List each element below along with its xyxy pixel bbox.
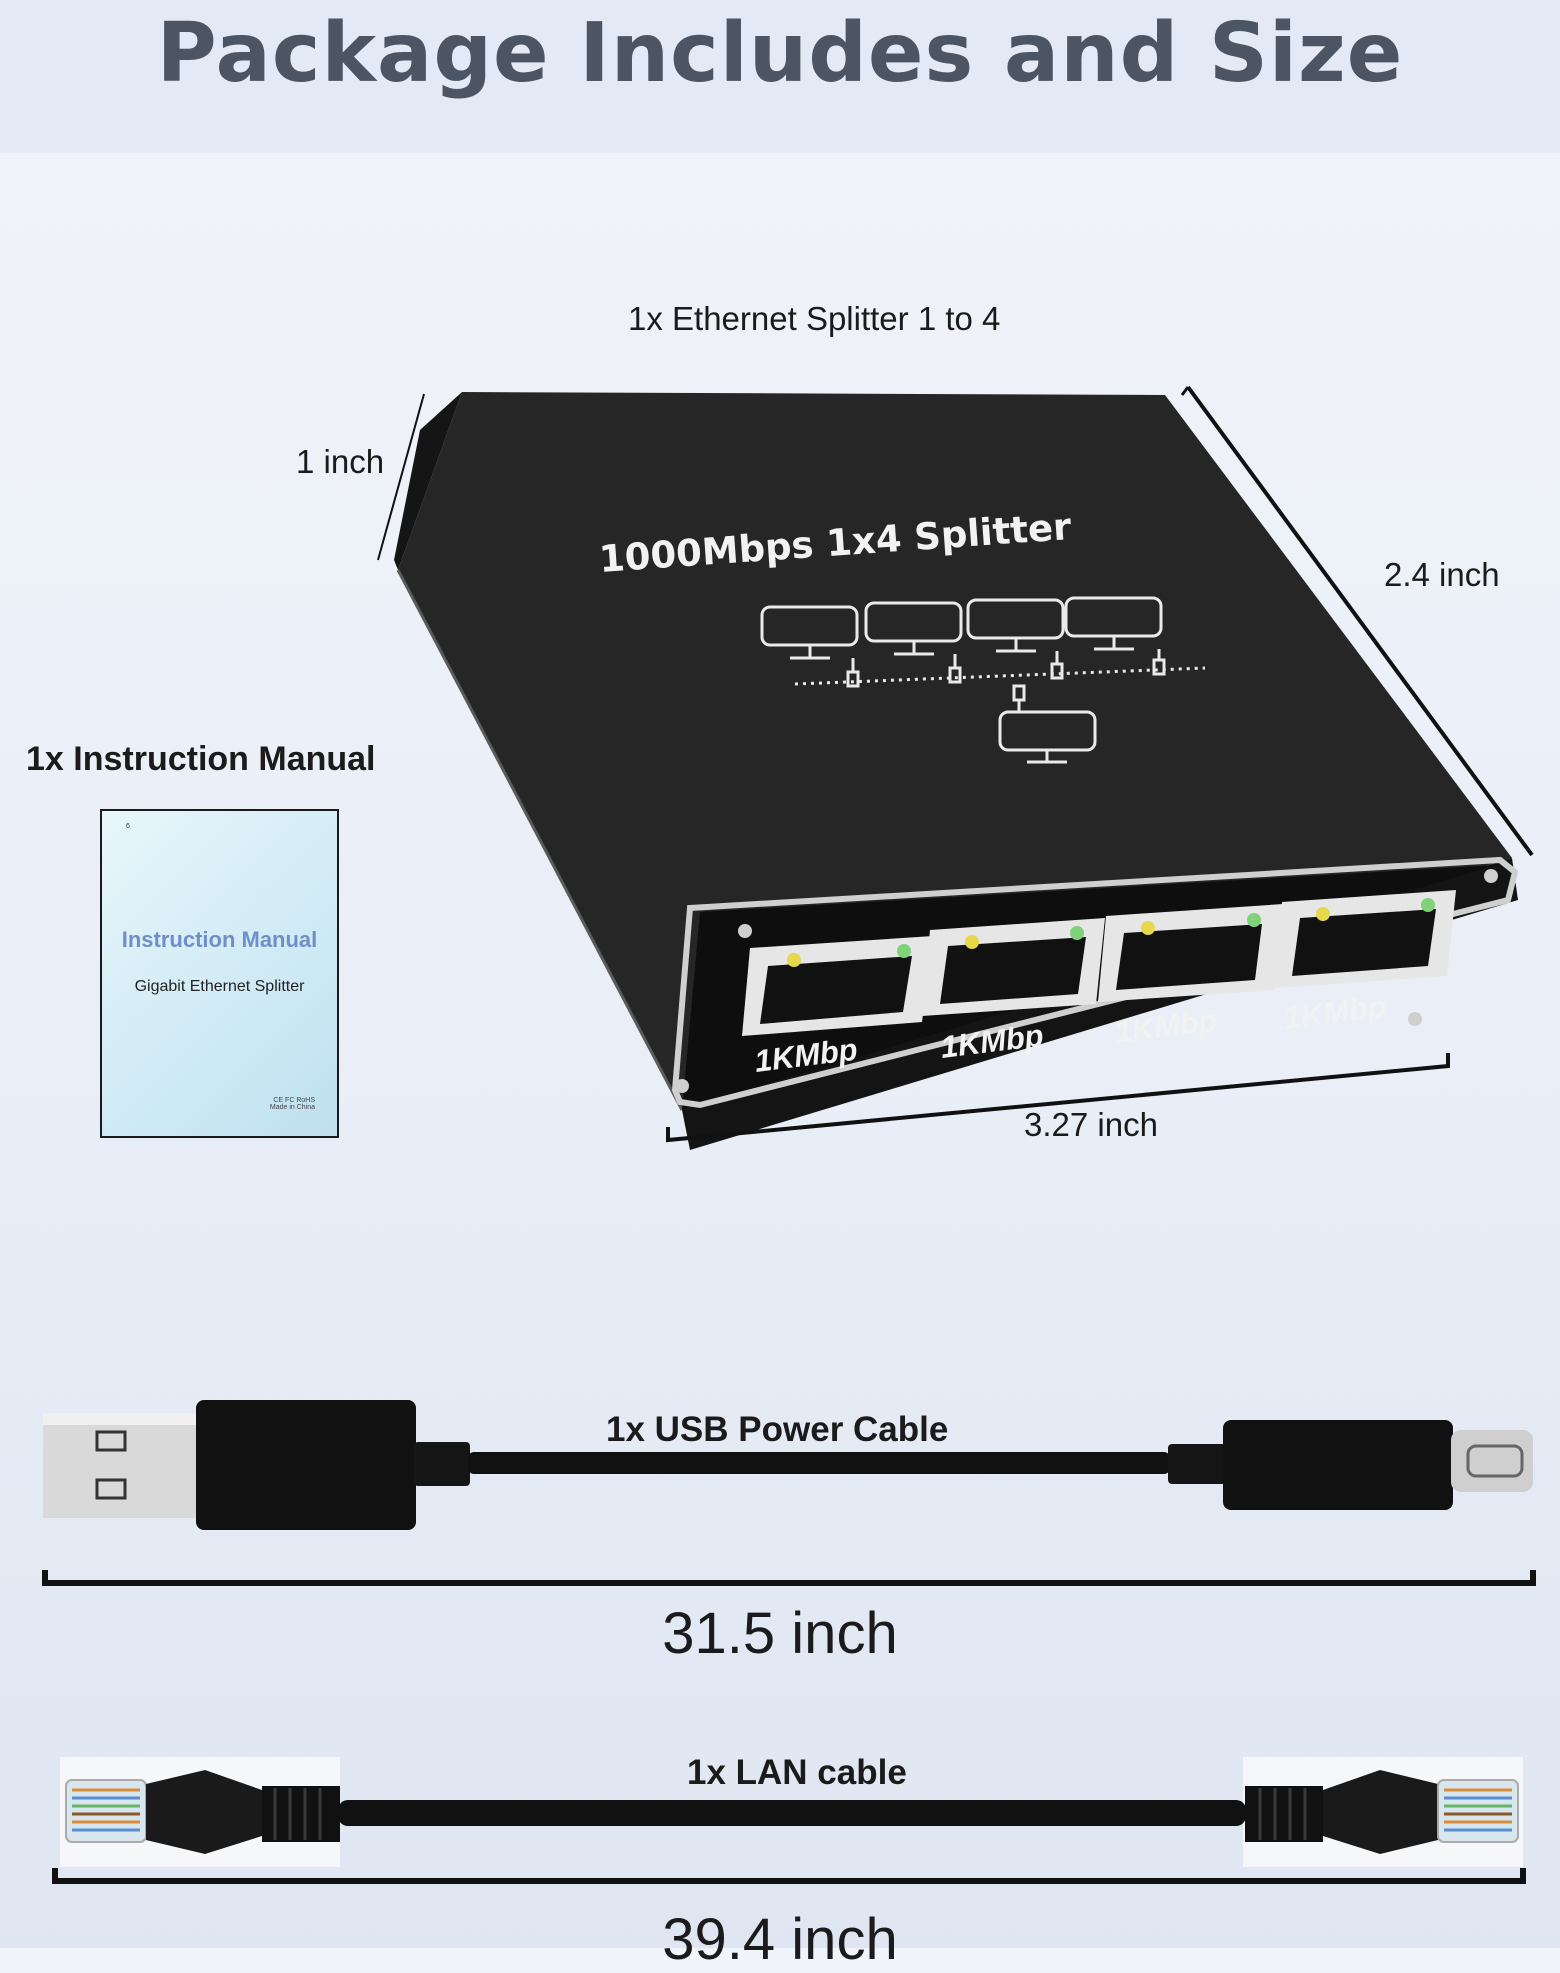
network-topology-icon [760, 596, 1206, 764]
ethernet-port-1 [742, 936, 933, 1036]
instruction-manual: 6 Instruction Manual Gigabit Ethernet Sp… [100, 809, 339, 1138]
manual-cert-marks: CE FC RoHS [273, 1097, 315, 1104]
ethernet-port-4 [1274, 890, 1456, 988]
manual-cover-title: Instruction Manual [121, 927, 318, 952]
manual-cover-subtitle: Gigabit Ethernet Splitter [134, 978, 305, 995]
usb-power-cable [43, 1400, 1533, 1530]
dimension-lines [377, 385, 1534, 1143]
manual-page-number: 6 [126, 823, 130, 830]
port-label-4: 1KMbp [1282, 989, 1389, 1036]
manual-made-in: Made in China [269, 1104, 315, 1111]
manual-cover-footer: CE FC RoHS Made in China [270, 1097, 315, 1111]
screw-icon [675, 869, 1498, 1093]
manual-label: 1x Instruction Manual [26, 740, 376, 778]
lan-length-dimension-line [52, 1868, 1526, 1884]
usb-cable-label: 1x USB Power Cable [606, 1410, 949, 1449]
height-dimension-label: 1 inch [296, 443, 385, 480]
lan-cable [60, 1757, 1523, 1867]
depth-dimension-label: 2.4 inch [1384, 556, 1500, 593]
usb-length-dimension-line [42, 1570, 1536, 1586]
lan-cable-length: 39.4 inch [662, 1907, 898, 1972]
page-title: Package Includes and Size [156, 6, 1404, 101]
usb-cable-length: 31.5 inch [662, 1601, 898, 1666]
width-dimension-label: 3.27 inch [1024, 1106, 1158, 1143]
ethernet-port-2 [922, 918, 1105, 1016]
ethernet-port-3 [1098, 904, 1283, 1002]
splitter-label: 1x Ethernet Splitter 1 to 4 [628, 300, 1001, 337]
ethernet-splitter-device: 1KMbp 1KMbp 1KMbp 1KMbp 1000Mbps 1x4 Spl… [394, 392, 1519, 1150]
lan-cable-label: 1x LAN cable [687, 1753, 907, 1792]
header-banner: Package Includes and Size [0, 0, 1560, 153]
